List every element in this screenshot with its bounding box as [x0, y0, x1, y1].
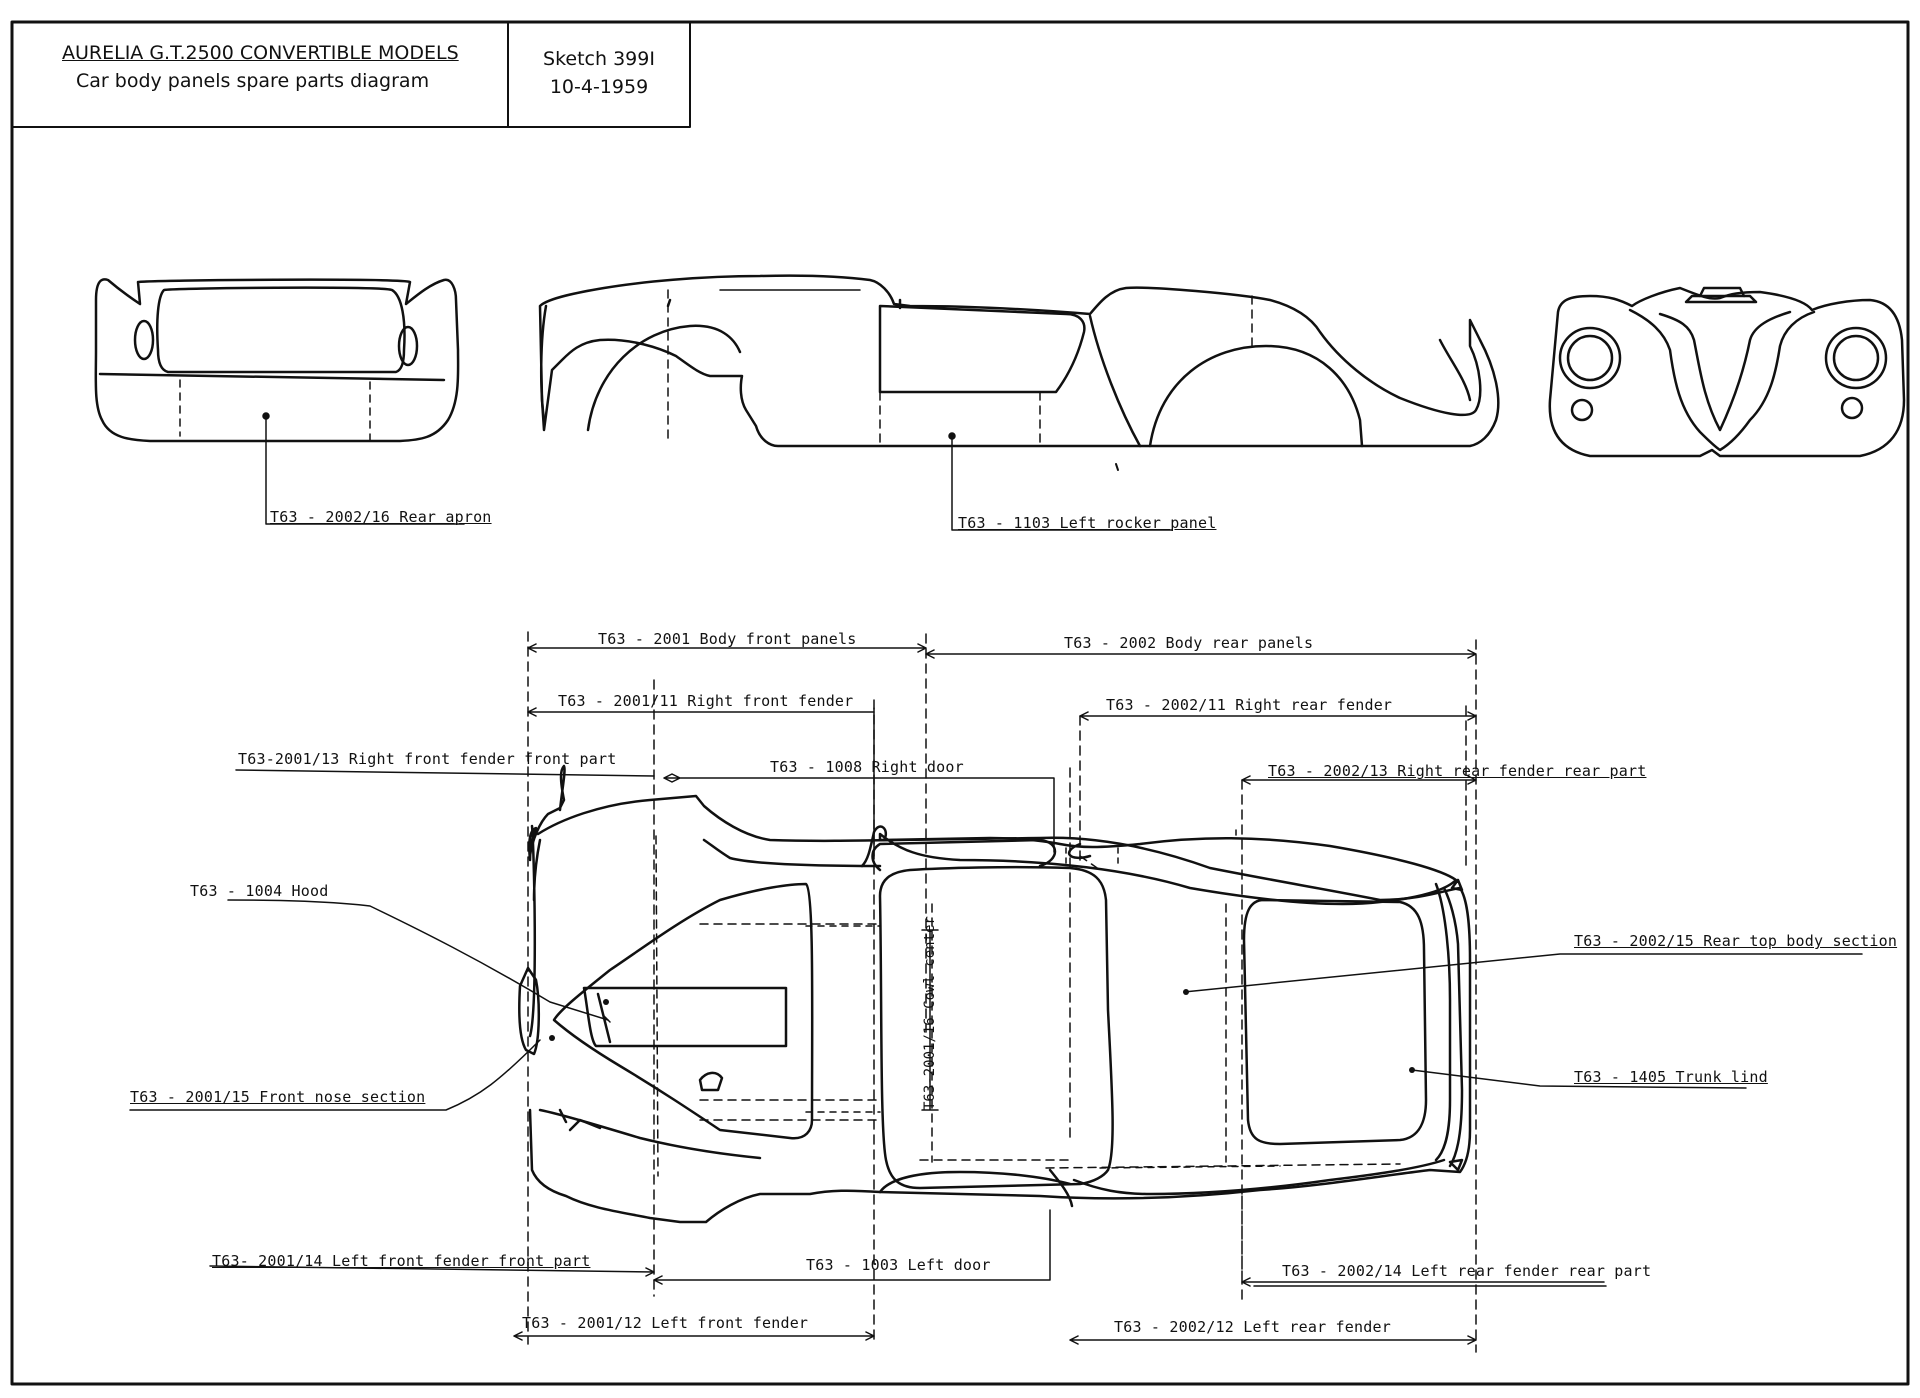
front-view-drawing [1548, 286, 1906, 458]
label-right-door: T63 - 1008 Right door [770, 758, 964, 776]
top-view-drawing [518, 764, 1472, 1224]
title-block-border [11, 21, 691, 128]
sketch-block: Sketch 399I 10-4-1959 [508, 22, 690, 127]
dimension-lines [129, 631, 1863, 1353]
diagram-title: AURELIA G.T.2500 CONVERTIBLE MODELS [62, 42, 459, 64]
sketch-number: Sketch 399I [543, 48, 655, 70]
label-left-rear-fender: T63 - 2002/12 Left rear fender [1114, 1318, 1391, 1336]
label-right-rear-fender: T63 - 2002/11 Right rear fender [1106, 696, 1393, 714]
label-left-rear-fender-rear-part: T63 - 2002/14 Left rear fender rear part [1282, 1262, 1652, 1280]
diagram-subtitle: Car body panels spare parts diagram [76, 70, 430, 92]
label-body-front-panels: T63 - 2001 Body front panels [598, 630, 857, 648]
outer-frame [10, 20, 1910, 1386]
leader-dots [549, 989, 1415, 1073]
label-rear-top-body-section: T63 - 2002/15 Rear top body section [1574, 932, 1898, 950]
label-left-door: T63 - 1003 Left door [806, 1256, 991, 1274]
label-right-front-fender: T63 - 2001/11 Right front fender [558, 692, 854, 710]
label-hood: T63 - 1004 Hood [190, 882, 329, 900]
side-view-drawing [538, 274, 1500, 531]
label-right-rear-fender-rear-part: T63 - 2002/13 Right rear fender rear par… [1268, 762, 1647, 780]
title-block: AURELIA G.T.2500 CONVERTIBLE MODELS Car … [12, 22, 508, 127]
label-left-rocker-panel: T63 - 1103 Left rocker panel [958, 514, 1217, 532]
cowl-label: T63-2001/16 Cowl center [922, 916, 938, 1110]
label-rear-apron: T63 - 2002/16 Rear apron [270, 508, 492, 526]
label-trunk-lid: T63 - 1405 Trunk lind [1574, 1068, 1768, 1086]
label-right-front-fender-front-part: T63-2001/13 Right front fender front par… [238, 750, 617, 768]
label-body-rear-panels: T63 - 2002 Body rear panels [1064, 634, 1314, 652]
label-left-front-fender: T63 - 2001/12 Left front fender [522, 1314, 809, 1332]
sketch-date: 10-4-1959 [549, 76, 649, 98]
label-left-front-fender-front-part: T63- 2001/14 Left front fender front par… [212, 1252, 591, 1270]
label-front-nose-section: T63 - 2001/15 Front nose section [130, 1088, 426, 1106]
rear-view-drawing [94, 278, 465, 525]
